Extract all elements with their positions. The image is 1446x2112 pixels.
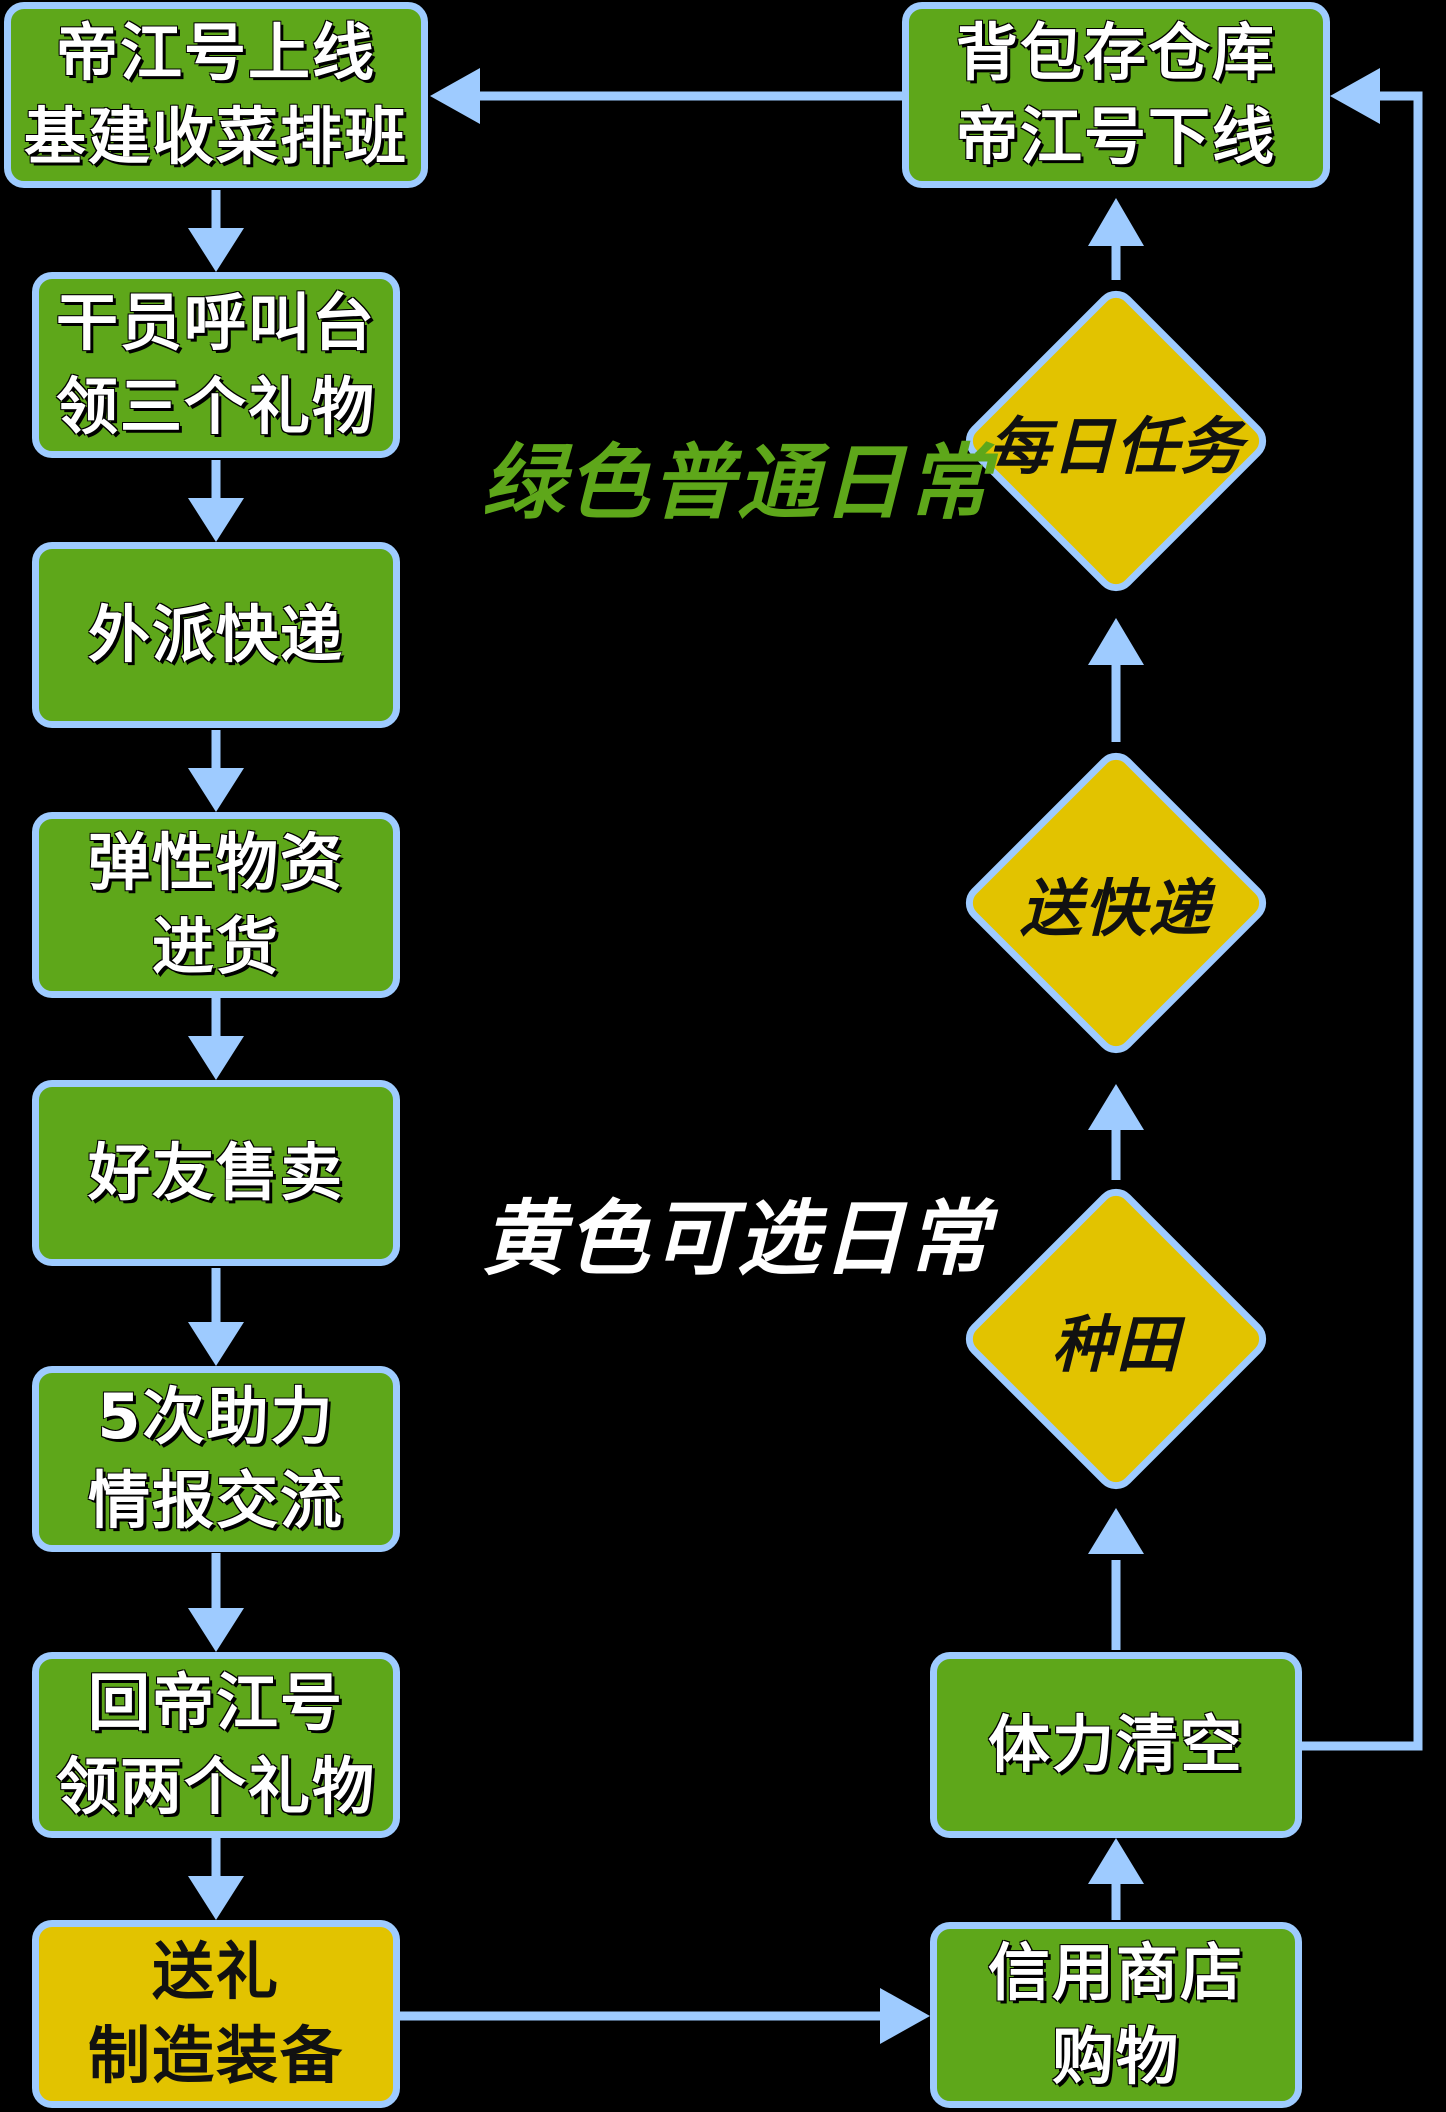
node-stamina-line1: 体力清空 bbox=[987, 1708, 1244, 1781]
node-delivery: 送快递 bbox=[957, 744, 1275, 1062]
node-gift-line2: 制造装备 bbox=[87, 2019, 344, 2092]
node-friend: 好友售卖 bbox=[32, 1080, 400, 1266]
arrowhead-down-1 bbox=[188, 228, 244, 272]
node-gift-line1: 送礼 bbox=[151, 1935, 280, 2008]
node-start: 帝江号上线 基建收菜排班 bbox=[4, 2, 428, 188]
arrowhead-down-3 bbox=[188, 768, 244, 812]
node-delivery-label: 送快递 bbox=[1019, 872, 1212, 945]
node-stamina: 体力清空 bbox=[930, 1652, 1302, 1838]
node-return: 回帝江号 领两个礼物 bbox=[32, 1652, 400, 1838]
arrow-stamina-loop bbox=[1298, 91, 1423, 1751]
node-call: 干员呼叫台 领三个礼物 bbox=[32, 272, 400, 458]
arrowhead-down-7 bbox=[188, 1876, 244, 1920]
node-end: 背包存仓库 帝江号下线 bbox=[902, 2, 1330, 188]
node-dispatch: 外派快递 bbox=[32, 542, 400, 728]
node-shop-line2: 购物 bbox=[1051, 2020, 1180, 2093]
arrowhead-up-stamina bbox=[1088, 1838, 1144, 1884]
arrowhead-left-start bbox=[430, 68, 480, 124]
arrowhead-up-delivery bbox=[1088, 1084, 1144, 1130]
arrowhead-down-2 bbox=[188, 498, 244, 542]
node-start-line1: 帝江号上线 bbox=[55, 16, 376, 89]
node-friend-line1: 好友售卖 bbox=[87, 1136, 344, 1209]
node-farm-label: 种田 bbox=[1051, 1308, 1180, 1381]
arrowhead-up-daily bbox=[1088, 618, 1144, 665]
legend-yellow-label: 黄色可选日常 bbox=[482, 1192, 992, 1287]
arrowhead-left-end bbox=[1330, 68, 1380, 124]
node-gift: 送礼 制造装备 bbox=[32, 1920, 400, 2108]
node-farm: 种田 bbox=[957, 1180, 1275, 1498]
node-supply-line2: 进货 bbox=[151, 910, 280, 983]
node-daily: 每日任务 bbox=[957, 282, 1275, 600]
node-dispatch-line1: 外派快递 bbox=[87, 598, 344, 671]
arrowhead-down-5 bbox=[188, 1322, 244, 1366]
node-daily-label: 每日任务 bbox=[987, 410, 1244, 483]
arrowhead-right-shop bbox=[880, 1988, 930, 2044]
node-call-line2: 领三个礼物 bbox=[55, 370, 376, 443]
node-start-line2: 基建收菜排班 bbox=[23, 100, 408, 173]
arrowhead-down-6 bbox=[188, 1608, 244, 1652]
node-call-line1: 干员呼叫台 bbox=[55, 286, 376, 359]
legend-green-label: 绿色普通日常 bbox=[482, 436, 992, 531]
node-shop: 信用商店 购物 bbox=[930, 1922, 1302, 2108]
arrowhead-up-end bbox=[1088, 198, 1144, 246]
node-assist-line1: 5次助力 bbox=[97, 1380, 335, 1453]
node-assist-line2: 情报交流 bbox=[87, 1464, 344, 1537]
node-end-line2: 帝江号下线 bbox=[955, 100, 1276, 173]
arrowhead-down-4 bbox=[188, 1036, 244, 1080]
node-supply-line1: 弹性物资 bbox=[87, 826, 344, 899]
node-assist: 5次助力 情报交流 bbox=[32, 1366, 400, 1552]
node-return-line1: 回帝江号 bbox=[87, 1666, 344, 1739]
node-end-line1: 背包存仓库 bbox=[955, 16, 1276, 89]
node-shop-line1: 信用商店 bbox=[987, 1936, 1244, 2009]
node-return-line2: 领两个礼物 bbox=[55, 1750, 376, 1823]
node-supply: 弹性物资 进货 bbox=[32, 812, 400, 998]
arrowhead-up-farm bbox=[1088, 1508, 1144, 1554]
